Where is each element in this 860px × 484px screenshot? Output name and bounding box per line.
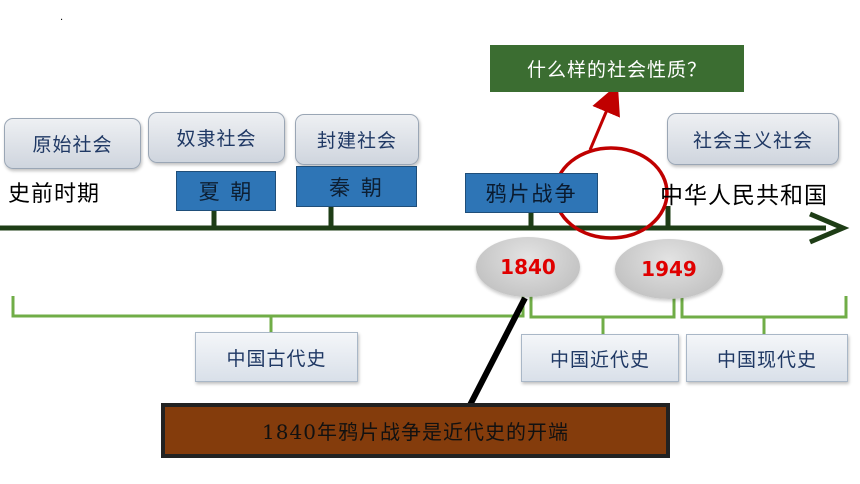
event-opium-war: 鸦片战争 xyxy=(465,173,598,213)
year-1840: 1840 xyxy=(476,237,580,297)
pointer-1840-banner xyxy=(466,296,528,409)
label-prehistoric: 史前时期 xyxy=(8,182,101,207)
timeline-arrowhead xyxy=(809,211,850,245)
dynasty-qin: 秦 朝 xyxy=(296,166,417,207)
brace-ancient xyxy=(11,296,525,336)
society-socialist: 社会主义社会 xyxy=(667,113,839,165)
dynasty-xia: 夏 朝 xyxy=(176,171,276,211)
question-box: 什么样的社会性质？ xyxy=(490,45,744,92)
era-contemporary: 中国现代史 xyxy=(686,334,848,382)
top-mark: . xyxy=(60,12,65,23)
label-prc: 中华人民共和国 xyxy=(660,183,828,209)
society-slave: 奴隶社会 xyxy=(148,112,285,163)
highlight-arrow xyxy=(588,84,620,151)
year-1949: 1949 xyxy=(615,239,723,299)
brace-modern xyxy=(529,296,676,339)
conclusion-banner: 1840年鸦片战争是近代史的开端 xyxy=(161,403,670,458)
society-feudal: 封建社会 xyxy=(295,114,419,165)
era-modern: 中国近代史 xyxy=(521,334,679,382)
era-ancient: 中国古代史 xyxy=(195,332,358,382)
brace-contemporary xyxy=(680,296,848,339)
society-primitive: 原始社会 xyxy=(4,118,141,169)
